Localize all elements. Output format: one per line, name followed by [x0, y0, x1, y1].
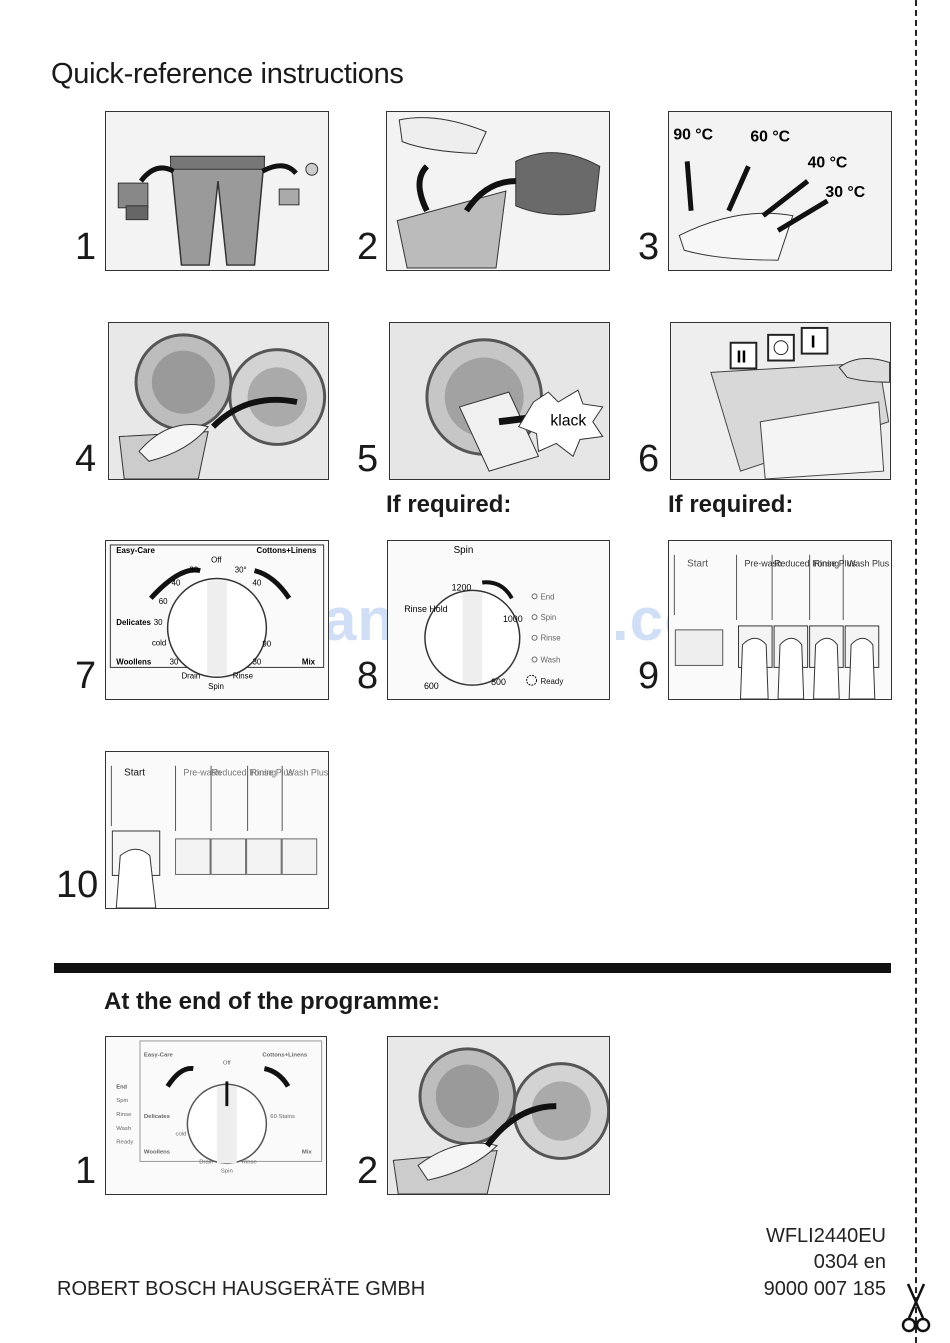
- status-wash: Wash: [116, 1126, 131, 1132]
- spin-1200-label: 1200: [452, 582, 472, 592]
- step-5-close-door-image: klack: [389, 322, 610, 480]
- step-1-empty-pockets-image: [105, 111, 329, 271]
- rinse-plus-label: Rinse Plus: [251, 768, 294, 778]
- wash-plus-label: Wash Plus: [847, 559, 890, 569]
- status-rinse: Rinse: [540, 634, 561, 643]
- step-4-load-drum-image: [108, 322, 329, 480]
- dial-woollens-label: Woollens: [144, 1150, 171, 1156]
- dial-temp-40-right: 40: [253, 578, 262, 587]
- end-step-number: 2: [357, 1150, 379, 1192]
- step-7-programme-dial-image: Easy-Care Cottons+Linens Off 30 30° 40 4…: [105, 540, 329, 700]
- temp-40-label: 40 °C: [808, 154, 848, 171]
- dial-woollens-label: Woollens: [116, 657, 152, 666]
- if-required-label-9: If required:: [668, 491, 794, 518]
- step-10-start-button-image: Start Pre-wash Reduced Ironing Rinse Plu…: [105, 751, 329, 909]
- dial-spin-label: Spin: [208, 682, 224, 691]
- step-number: 1: [75, 226, 97, 268]
- dial-temp-30-star: 30°: [235, 566, 247, 575]
- section-divider: [54, 963, 891, 973]
- dial-spin-label: Spin: [221, 1168, 233, 1174]
- step-number: 6: [638, 438, 660, 480]
- dial-mix-label: Mix: [302, 657, 316, 666]
- dial-cold-label: cold: [176, 1132, 187, 1138]
- dial-off-label: Off: [223, 1061, 231, 1067]
- step-number: 5: [357, 438, 379, 480]
- status-spin: Spin: [540, 613, 556, 622]
- dial-drain-label: Drain: [181, 671, 200, 680]
- spin-600-label: 600: [424, 681, 439, 691]
- status-end: End: [116, 1084, 127, 1090]
- spin-title-label: Spin: [454, 545, 474, 556]
- company-name: ROBERT BOSCH HAUSGERÄTE GMBH: [57, 1278, 426, 1300]
- cut-line: [915, 0, 917, 1343]
- temp-90-label: 90 °C: [673, 127, 713, 144]
- step-2-sort-laundry-image: [386, 111, 610, 271]
- klack-label: klack: [550, 413, 586, 430]
- start-label: Start: [124, 768, 145, 779]
- dial-cottons-label: Cottons+Linens: [257, 546, 317, 555]
- part-number: 9000 007 185: [763, 1278, 886, 1300]
- dial-stains-label: 60 Stains: [270, 1114, 295, 1120]
- rinse-plus-label: Rinse Plus: [814, 559, 857, 569]
- dial-cold-label: cold: [152, 639, 166, 648]
- step-9-option-buttons-image: Start Pre-wash Reduced Ironing Rinse Plu…: [668, 540, 892, 700]
- status-rinse: Rinse: [116, 1112, 132, 1118]
- scissors-icon: [901, 1282, 931, 1334]
- status-ready: Ready: [540, 677, 563, 686]
- dial-temp-60: 60: [159, 597, 168, 606]
- dial-easy-care-label: Easy-Care: [144, 1053, 174, 1059]
- wash-plus-label: Wash Plus: [286, 768, 328, 778]
- dial-rinse-label: Rinse: [233, 671, 254, 680]
- reduced-ironing-label: Reduced Ironing: [774, 559, 839, 569]
- step-8-spin-selector-image: Spin 1200 1000 Rinse Hold 800 600 End Sp…: [387, 540, 610, 700]
- dial-woollens-temp: 30: [170, 657, 179, 666]
- step-number: 3: [638, 226, 660, 268]
- step-number: 10: [56, 864, 99, 906]
- dial-temp-90: 90: [262, 640, 271, 649]
- dial-delicates-label: Delicates: [116, 618, 151, 627]
- status-wash: Wash: [540, 655, 560, 664]
- dial-delicates-temp: 30: [154, 618, 163, 627]
- dial-mix-label: Mix: [302, 1150, 313, 1156]
- spin-rinse-hold-label: Rinse Hold: [404, 604, 447, 614]
- page-title: Quick-reference instructions: [51, 58, 404, 90]
- dial-temp-30: 30: [189, 566, 198, 575]
- prewash-label: Pre-wash: [744, 559, 782, 569]
- end-step-1-dial-off-image: Easy-Care Cottons+Linens Off Delicates c…: [105, 1036, 327, 1195]
- step-number: 7: [75, 655, 97, 697]
- dial-mix-temp: 30: [253, 657, 262, 666]
- spin-1000-label: 1000: [503, 614, 523, 624]
- temp-30-label: 30 °C: [825, 184, 865, 201]
- start-button-label: Start: [687, 559, 708, 570]
- dial-temp-40: 40: [172, 578, 181, 587]
- end-of-programme-heading: At the end of the programme:: [104, 988, 441, 1015]
- status-end: End: [540, 592, 554, 601]
- dial-delicates-label: Delicates: [144, 1114, 171, 1120]
- dial-cottons-label: Cottons+Linens: [262, 1053, 308, 1059]
- reduced-ironing-label: Reduced Ironing: [211, 768, 276, 778]
- dial-drain-label: Drain: [199, 1159, 213, 1165]
- softener-flower-icon: [773, 340, 789, 356]
- spin-800-label: 800: [491, 677, 506, 687]
- status-ready: Ready: [116, 1140, 133, 1146]
- compartment-ii-icon: II: [737, 346, 747, 366]
- step-3-temperature-image: 90 °C 60 °C 40 °C 30 °C: [668, 111, 892, 271]
- if-required-label-8: If required:: [386, 491, 512, 518]
- end-step-2-unload-image: [387, 1036, 610, 1195]
- edition: 0304 en: [813, 1251, 886, 1273]
- step-6-detergent-drawer-image: II I: [670, 322, 891, 480]
- status-spin: Spin: [116, 1098, 128, 1104]
- temp-60-label: 60 °C: [750, 129, 790, 146]
- step-number: 8: [357, 655, 379, 697]
- end-step-number: 1: [75, 1150, 97, 1192]
- dial-off-label: Off: [211, 556, 222, 565]
- dial-rinse-label: Rinse: [242, 1159, 258, 1165]
- dial-easy-care-label: Easy-Care: [116, 546, 155, 555]
- prewash-label: Pre-wash: [183, 768, 221, 778]
- step-number: 2: [357, 226, 379, 268]
- model-number: WFLI2440EU: [765, 1225, 886, 1247]
- step-number: 9: [638, 655, 660, 697]
- step-number: 4: [75, 438, 97, 480]
- compartment-i-icon: I: [811, 332, 816, 352]
